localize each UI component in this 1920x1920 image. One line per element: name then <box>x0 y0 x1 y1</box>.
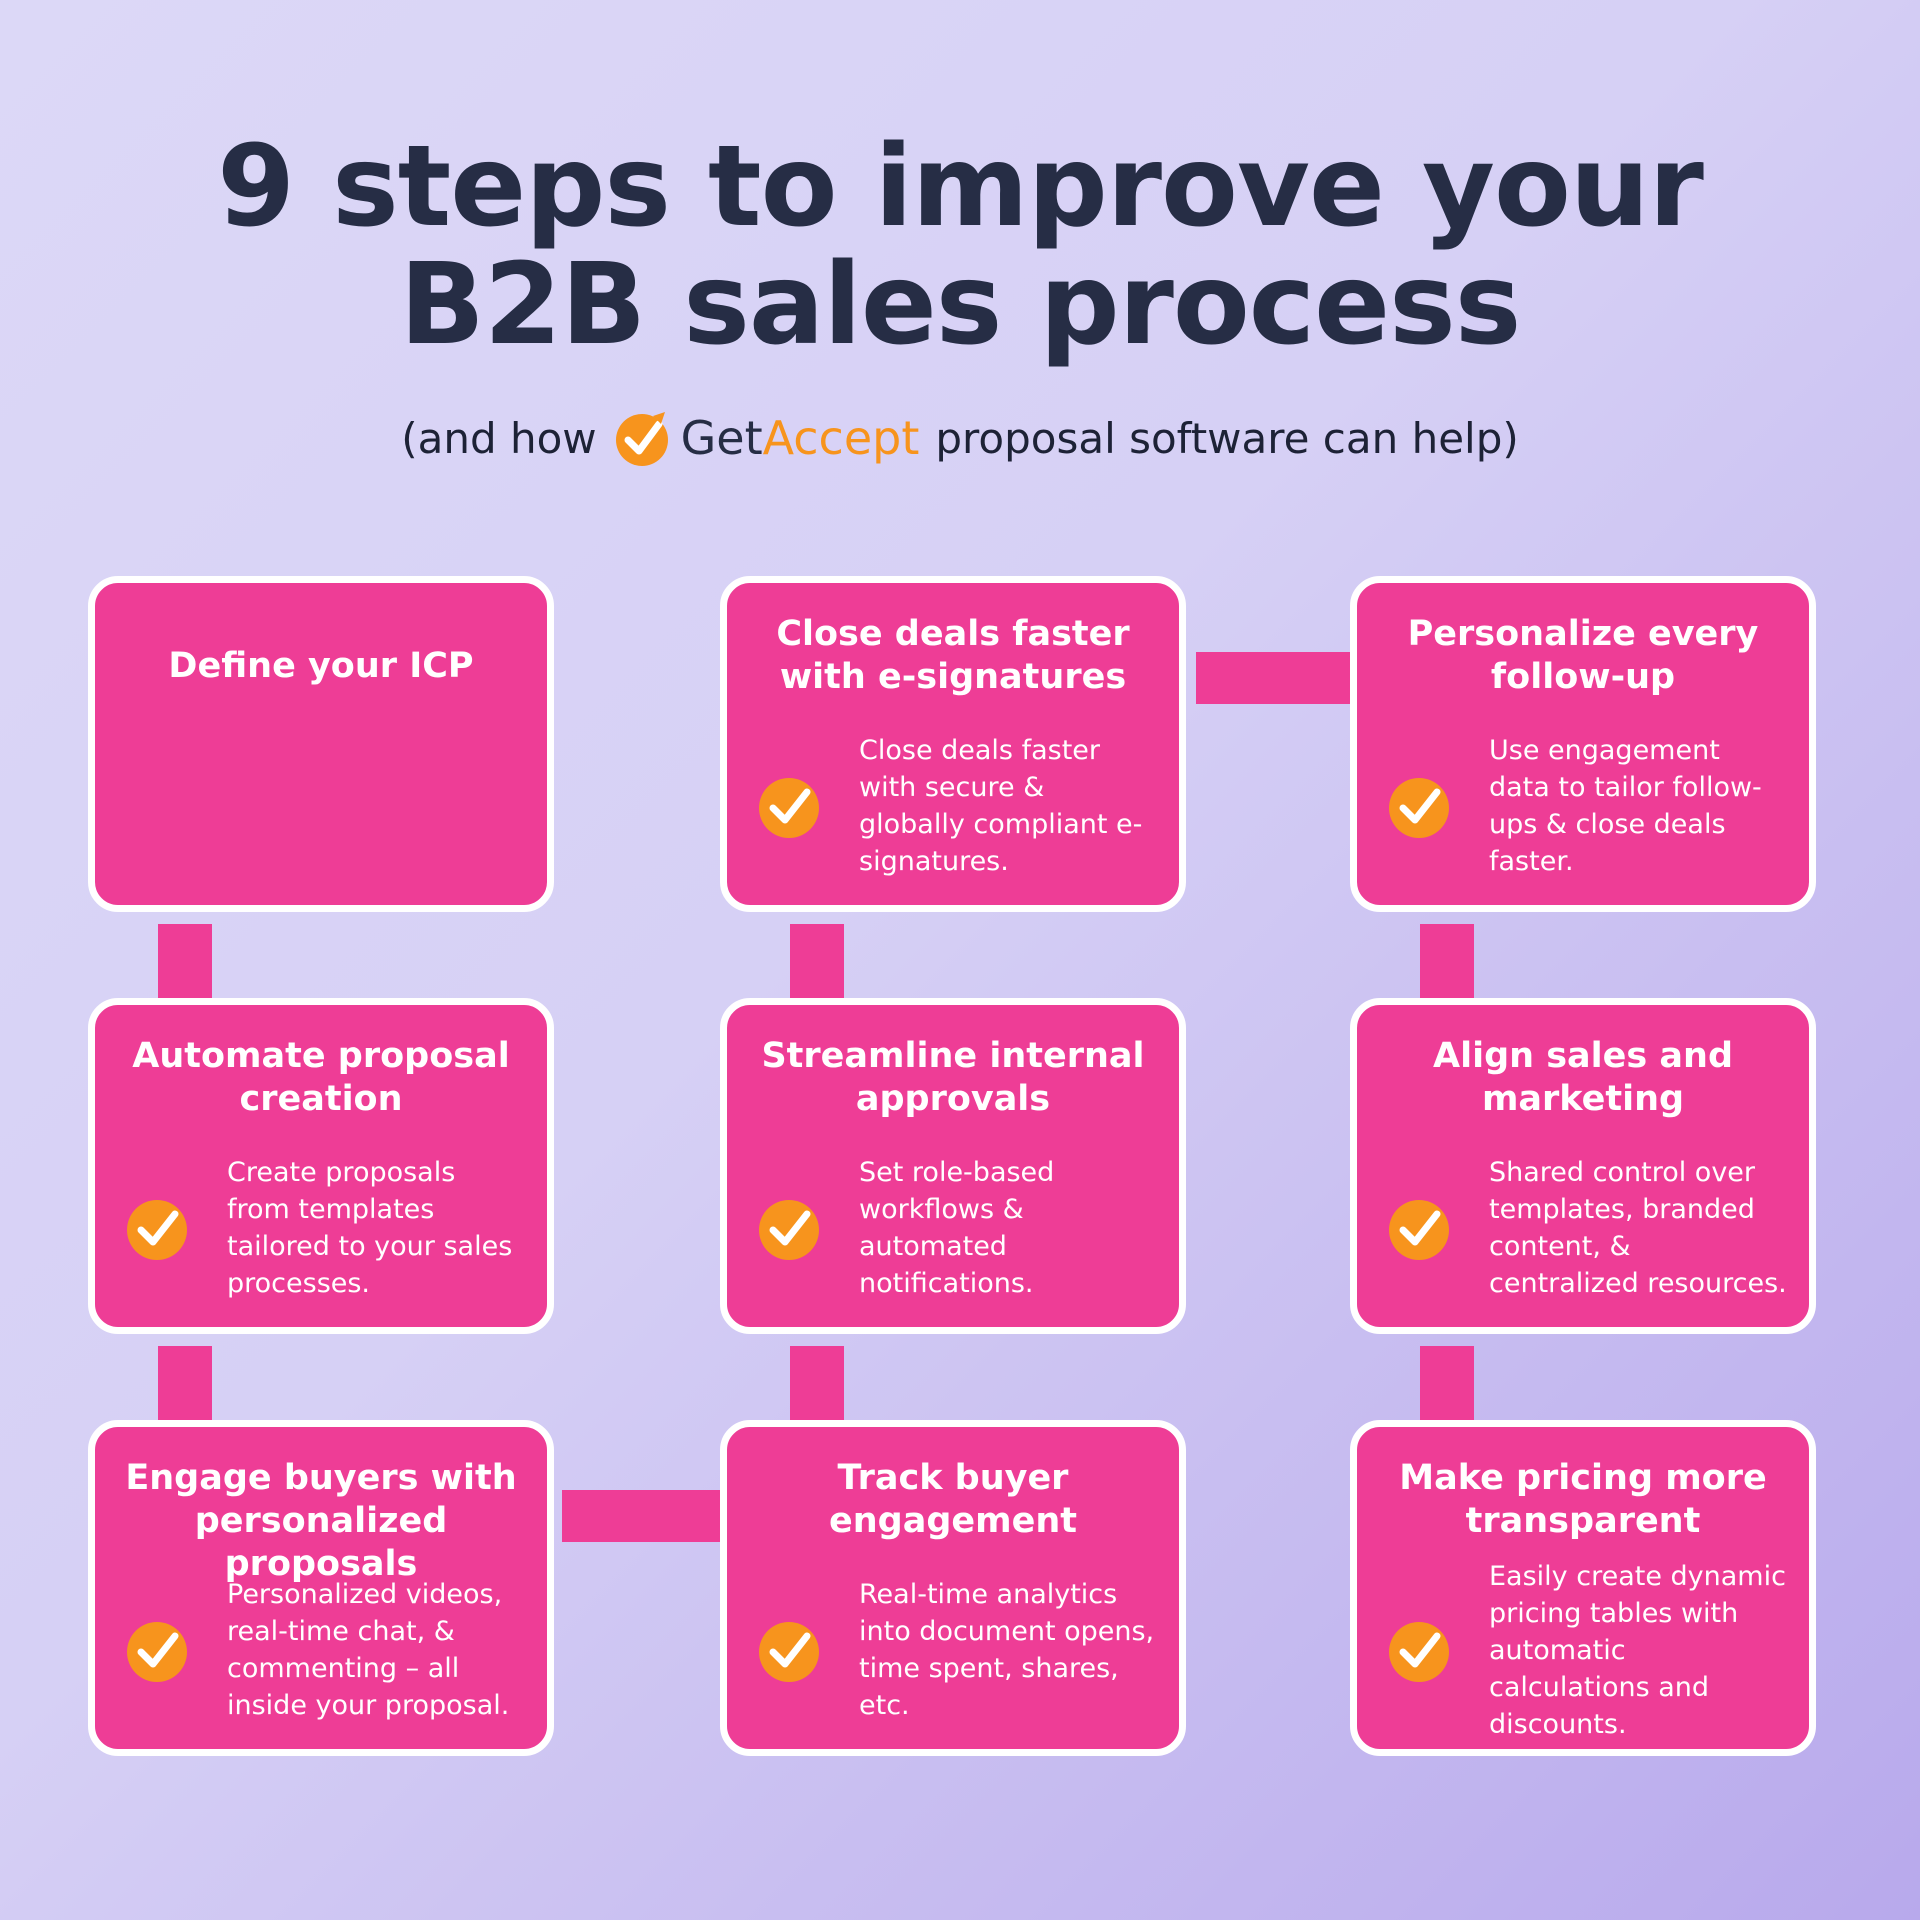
connector-6-9 <box>1420 1346 1474 1420</box>
connector-1-4 <box>158 924 212 998</box>
check-icon <box>759 1622 819 1682</box>
step-title: Track buyer engagement <box>829 1458 1077 1541</box>
getaccept-check-icon <box>615 412 668 466</box>
step-description: Use engagement data to tailor follow-ups… <box>1489 735 1762 877</box>
connector-2-5 <box>790 924 844 998</box>
step-title: Personalize every follow-up <box>1407 614 1759 697</box>
step-description: Set role-based workflows & automated not… <box>859 1157 1055 1299</box>
step-title: Engage buyers with personalized proposal… <box>125 1458 517 1584</box>
step-card-e-signatures: Close deals faster with e-signatures Clo… <box>720 576 1186 912</box>
step-title: Define your ICP <box>168 646 474 686</box>
step-title: Streamline internal approvals <box>761 1036 1145 1119</box>
check-icon <box>127 1622 187 1682</box>
connector-7-8 <box>562 1490 720 1542</box>
step-description: Close deals faster with secure & globall… <box>859 735 1143 877</box>
brand-name-get: Get <box>680 411 763 465</box>
check-icon <box>1389 778 1449 838</box>
connector-3-6 <box>1420 924 1474 998</box>
step-card-internal-approvals: Streamline internal approvals Set role-b… <box>720 998 1186 1334</box>
step-description: Real-time analytics into document opens,… <box>859 1579 1155 1721</box>
step-description: Create proposals from templates tailored… <box>227 1157 513 1299</box>
step-title: Make pricing more transparent <box>1399 1458 1767 1541</box>
subtitle: (and how GetAccept proposal software can… <box>0 408 1920 468</box>
check-icon <box>759 778 819 838</box>
title-line-2: B2B sales process <box>399 240 1522 370</box>
check-icon <box>1389 1200 1449 1260</box>
connector-5-8 <box>790 1346 844 1420</box>
step-card-align-sales-marketing: Align sales and marketing Shared control… <box>1350 998 1816 1334</box>
step-title: Automate proposal creation <box>132 1036 510 1119</box>
step-description: Shared control over templates, branded c… <box>1489 1157 1787 1299</box>
subtitle-after: proposal software can help) <box>935 413 1519 463</box>
check-icon <box>759 1200 819 1260</box>
title-line-1: 9 steps to improve your <box>217 122 1704 252</box>
check-icon <box>1389 1622 1449 1682</box>
step-card-automate-proposal: Automate proposal creation Create propos… <box>88 998 554 1334</box>
step-card-define-icp: Define your ICP <box>88 576 554 912</box>
page-title: 9 steps to improve your B2B sales proces… <box>0 128 1920 364</box>
subtitle-before: (and how <box>401 413 597 463</box>
step-card-engage-buyers: Engage buyers with personalized proposal… <box>88 1420 554 1756</box>
step-card-pricing-transparent: Make pricing more transparent Easily cre… <box>1350 1420 1816 1756</box>
brand-name-accept: Accept <box>762 411 920 465</box>
connector-2-3 <box>1196 652 1350 704</box>
step-title: Align sales and marketing <box>1432 1036 1734 1119</box>
getaccept-logo: GetAccept <box>613 408 920 468</box>
step-card-personalize-follow-up: Personalize every follow-up Use engageme… <box>1350 576 1816 912</box>
step-description: Personalized videos, real-time chat, & c… <box>227 1579 510 1721</box>
step-card-track-engagement: Track buyer engagement Real-time analyti… <box>720 1420 1186 1756</box>
check-icon <box>127 1200 187 1260</box>
step-description: Easily create dynamic pricing tables wit… <box>1489 1560 1786 1740</box>
connector-4-7 <box>158 1346 212 1420</box>
step-title: Close deals faster with e-signatures <box>776 614 1130 697</box>
